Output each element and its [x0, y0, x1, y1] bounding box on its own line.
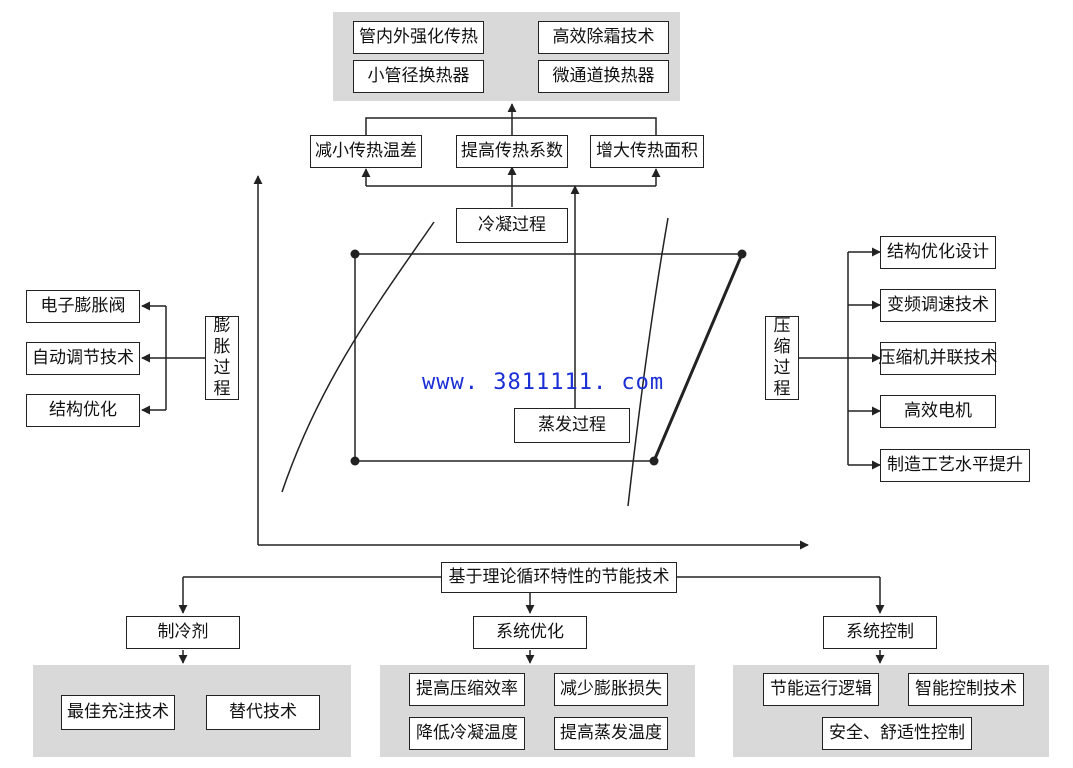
- branch-refrigerant: 制冷剂: [126, 616, 240, 649]
- compression-process-box: 压缩过程: [765, 316, 799, 400]
- ctrl-item-operation-logic: 节能运行逻辑: [763, 673, 879, 706]
- branch-system-control: 系统控制: [823, 616, 937, 649]
- method-increase-heat-area: 增大传热面积: [590, 135, 704, 168]
- compression-item-variable-speed: 变频调速技术: [880, 289, 996, 322]
- refrigerant-item-optimal-charge: 最佳充注技术: [61, 695, 175, 730]
- expansion-item-electronic-valve: 电子膨胀阀: [26, 290, 140, 323]
- top-item-tube-enhanced-heat-transfer: 管内外强化传热: [353, 21, 484, 54]
- method-raise-heat-coefficient: 提高传热系数: [456, 135, 568, 168]
- opt-item-compression-efficiency: 提高压缩效率: [409, 673, 525, 706]
- opt-item-raise-evaporating-temp: 提高蒸发温度: [554, 717, 668, 750]
- saturation-curve-right: [627, 217, 669, 507]
- refrigerant-item-substitute: 替代技术: [206, 695, 320, 730]
- branch-system-optimization: 系统优化: [473, 616, 587, 649]
- cycle-compression-line: [652, 253, 744, 462]
- expansion-process-box: 膨胀过程: [205, 316, 239, 400]
- watermark-url: www. 3811111. com: [422, 370, 665, 395]
- expansion-item-auto-adjust: 自动调节技术: [26, 342, 140, 375]
- top-item-efficient-defrost: 高效除霜技术: [538, 21, 669, 54]
- saturation-curve-left: [281, 221, 435, 493]
- evaporation-process-box: 蒸发过程: [514, 408, 630, 443]
- opt-item-reduce-expansion-loss: 减少膨胀损失: [554, 673, 668, 706]
- expansion-item-structure-opt: 结构优化: [26, 394, 140, 427]
- top-item-small-tube-exchanger: 小管径换热器: [353, 60, 484, 93]
- opt-item-lower-condensing-temp: 降低冷凝温度: [409, 717, 525, 750]
- compression-item-manufacturing: 制造工艺水平提升: [880, 449, 1030, 482]
- condensation-process-box: 冷凝过程: [456, 208, 568, 243]
- method-reduce-temp-difference: 减小传热温差: [310, 135, 422, 168]
- ctrl-item-intelligent-control: 智能控制技术: [908, 673, 1024, 706]
- ctrl-item-safety-comfort: 安全、舒适性控制: [822, 717, 972, 750]
- compression-item-structure-design: 结构优化设计: [880, 236, 996, 269]
- compression-item-efficient-motor: 高效电机: [880, 395, 996, 428]
- top-item-microchannel-exchanger: 微通道换热器: [538, 60, 669, 93]
- compression-item-parallel-compressors: 压缩机并联技术: [879, 342, 998, 375]
- root-energy-saving-box: 基于理论循环特性的节能技术: [441, 562, 677, 593]
